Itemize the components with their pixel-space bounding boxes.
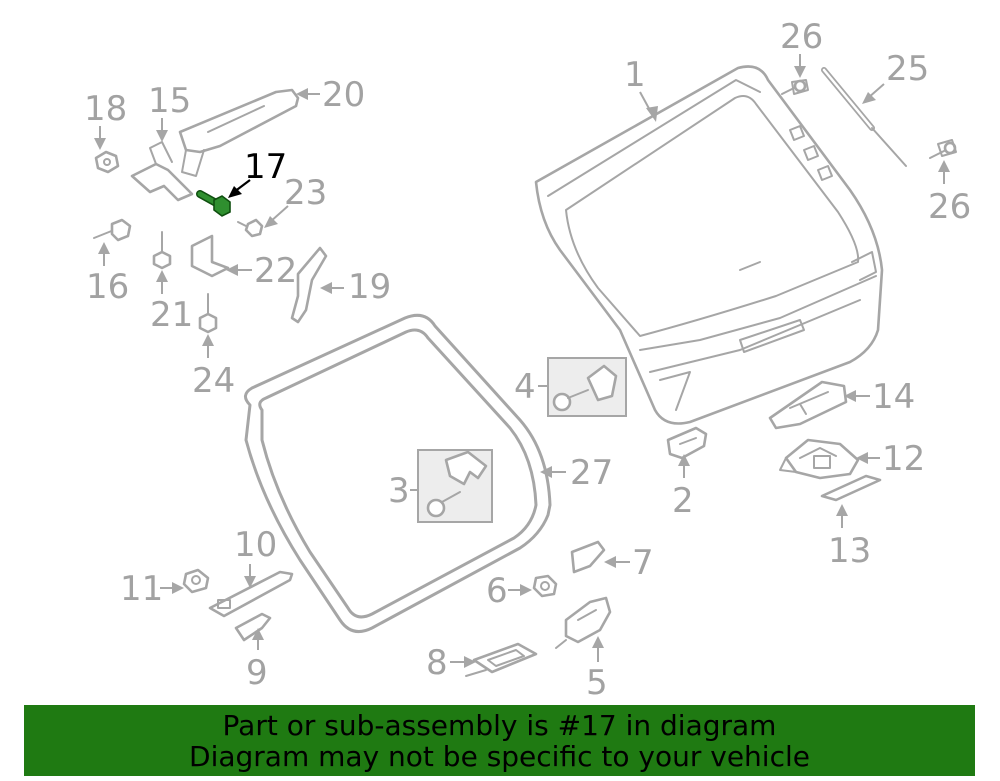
part-8 [465,642,538,677]
info-banner: Part or sub-assembly is #17 in diagram D… [24,705,975,776]
svg-text:7: 7 [632,543,654,583]
callout-4: 4 [514,367,548,407]
svg-text:27: 27 [570,453,613,493]
hinge-part-20 [178,88,300,177]
part-7 [570,540,606,574]
part-9 [234,612,272,642]
callout-1: 1 [624,55,658,122]
part-5 [555,596,612,649]
callout-24: 24 [192,334,235,401]
part-19 [290,246,328,324]
part-25 [821,67,907,167]
svg-text:14: 14 [872,377,915,417]
part-14 [768,380,848,430]
part-13 [820,474,882,502]
svg-text:26: 26 [780,17,823,57]
svg-text:2: 2 [672,481,694,521]
svg-text:16: 16 [86,267,129,307]
part-10 [208,570,294,618]
callout-26-right: 26 [928,160,971,227]
part-22 [190,234,230,278]
callout-25: 25 [862,49,929,104]
part-11 [182,568,210,594]
highlighted-part-17 [196,190,231,217]
callout-20: 20 [296,75,365,115]
callout-14: 14 [844,377,915,417]
weatherstrip-part [244,313,552,634]
svg-text:23: 23 [284,173,327,213]
svg-text:3: 3 [388,471,410,511]
part-26-right [929,139,957,159]
callout-19: 19 [320,267,391,307]
callout-6: 6 [486,571,532,611]
callout-27: 27 [540,453,613,493]
part-16 [93,218,132,242]
part-24 [198,293,218,334]
callout-22: 22 [226,251,297,291]
hinge-part-15 [130,141,194,202]
callout-5: 5 [586,636,608,703]
svg-text:17: 17 [244,147,287,187]
callout-16: 16 [86,242,129,307]
svg-text:18: 18 [84,89,127,129]
callout-11: 11 [120,569,184,609]
callout-15: 15 [148,81,191,142]
svg-text:22: 22 [254,251,297,291]
callout-12: 12 [856,439,925,479]
svg-text:5: 5 [586,663,608,703]
callout-9: 9 [246,628,268,693]
svg-text:9: 9 [246,653,268,693]
callout-8: 8 [426,643,476,683]
part-6 [532,574,558,598]
svg-text:8: 8 [426,643,448,683]
part-18 [94,150,120,174]
callout-2: 2 [672,454,694,521]
svg-text:12: 12 [882,439,925,479]
svg-text:1: 1 [624,55,646,95]
callout-3: 3 [388,471,418,511]
svg-text:11: 11 [120,569,163,609]
svg-text:10: 10 [234,525,277,565]
part-2 [666,426,708,460]
hardware-box-3 [417,449,493,523]
svg-text:13: 13 [828,531,871,571]
svg-text:25: 25 [886,49,929,89]
callout-7: 7 [604,543,654,583]
callout-10: 10 [234,525,277,588]
svg-text:4: 4 [514,367,536,407]
svg-text:6: 6 [486,571,508,611]
callout-26-upper: 26 [780,17,823,78]
svg-text:24: 24 [192,361,235,401]
callout-21: 21 [150,270,193,335]
callout-18: 18 [84,89,127,150]
svg-text:21: 21 [150,295,193,335]
hardware-box-4 [547,357,627,417]
part-23 [237,218,264,238]
svg-text:19: 19 [348,267,391,307]
liftgate-part [534,65,884,425]
part-26-upper [781,79,809,95]
part-12 [779,438,860,480]
callout-13: 13 [828,504,871,571]
banner-line-2: Diagram may not be specific to your vehi… [189,740,810,773]
svg-text:20: 20 [322,75,365,115]
banner-line-1: Part or sub-assembly is #17 in diagram [222,709,777,742]
callout-17: 17 [228,147,287,198]
callout-23: 23 [264,173,327,228]
svg-text:26: 26 [928,187,971,227]
svg-text:15: 15 [148,81,191,121]
part-21 [152,231,172,270]
